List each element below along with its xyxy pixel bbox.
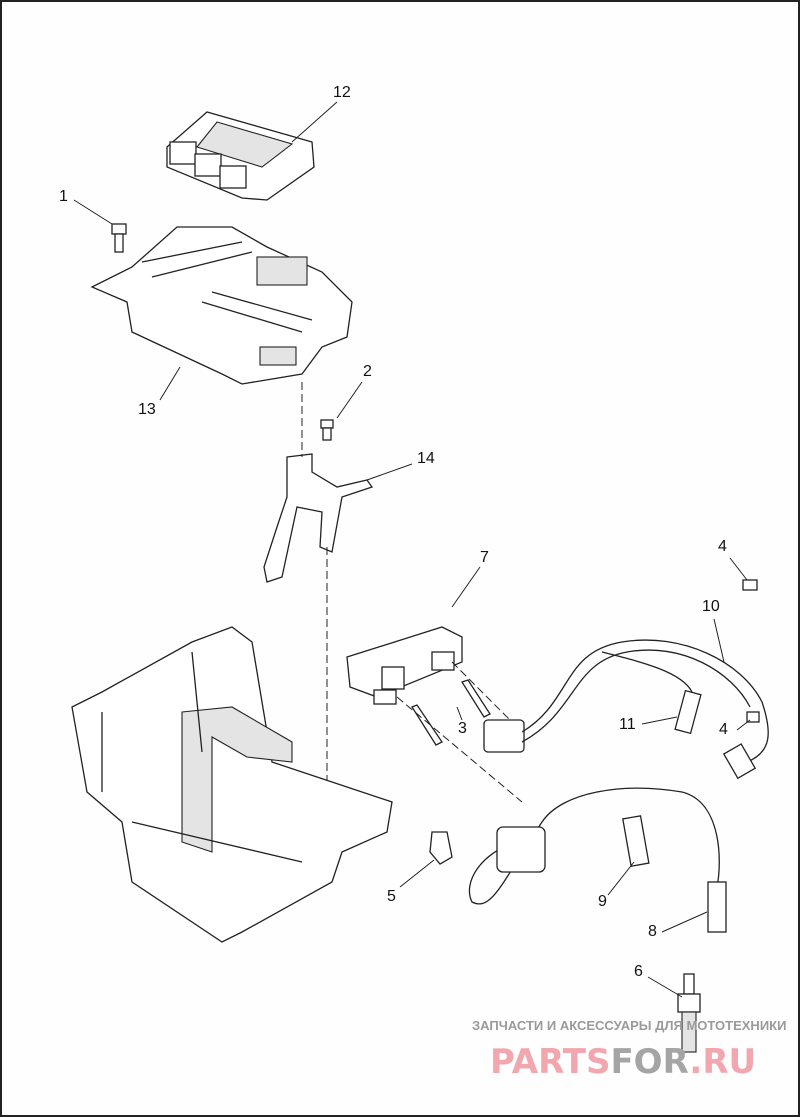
callout-7[interactable]: 7 [480,549,489,566]
callout-6[interactable]: 6 [634,963,643,980]
callout-1[interactable]: 1 [59,188,68,205]
callout-2[interactable]: 2 [363,363,372,380]
watermark-brand-parts: PARTS [490,1042,611,1082]
clip-4b[interactable] [746,711,760,723]
watermark-tagline: ЗАПЧАСТИ И АКСЕССУАРЫ ДЛЯ МОТОТЕХНИКИ [472,1018,787,1033]
callout-10[interactable]: 10 [702,598,720,615]
callout-11[interactable]: 11 [619,716,636,733]
callout-13[interactable]: 13 [138,401,156,418]
watermark-brand-for: FOR [610,1042,690,1082]
callout-4-top[interactable]: 4 [718,538,727,555]
callout-5[interactable]: 5 [387,888,396,905]
callout-14[interactable]: 14 [417,450,435,467]
spark-plug-wires[interactable] [483,639,769,780]
callout-8[interactable]: 8 [648,923,657,940]
callout-4-bottom[interactable]: 4 [719,721,728,738]
callout-9[interactable]: 9 [598,893,607,910]
watermark-brand-ru: .RU [689,1042,757,1082]
ecm-tray[interactable] [90,226,353,385]
ecm-module[interactable] [166,111,315,201]
clamp-5[interactable] [429,831,453,865]
clip-4a[interactable] [742,579,758,591]
watermark-logo: PARTSFOR.RU [490,1042,756,1082]
screws-3[interactable] [411,679,491,746]
spark-plug[interactable] [677,973,701,1053]
bolt-2[interactable] [320,419,334,441]
battery-tray[interactable] [71,626,393,943]
leader-lines [73,101,751,998]
ignition-coil[interactable] [346,626,463,705]
bolt-1[interactable] [111,223,127,253]
coil-wire[interactable] [468,787,727,933]
callout-12[interactable]: 12 [333,84,351,101]
callout-3[interactable]: 3 [458,720,467,737]
mount-bracket[interactable] [263,453,374,583]
